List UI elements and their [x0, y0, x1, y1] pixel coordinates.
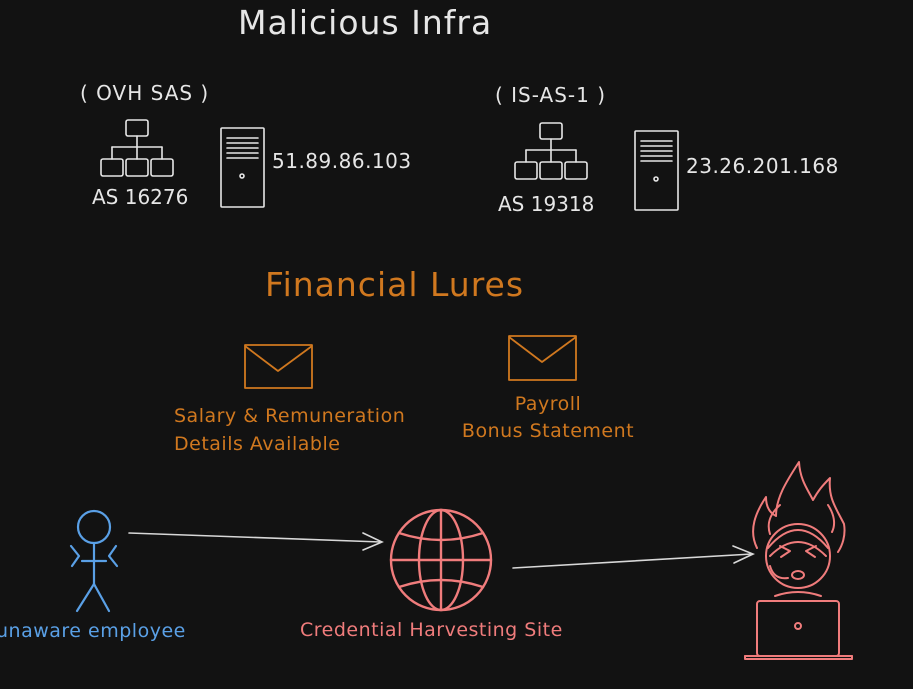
- victim-label: unaware employee: [0, 620, 186, 642]
- globe-icon: [389, 508, 493, 612]
- page-title: Malicious Infra: [238, 3, 493, 42]
- network-icon: [514, 122, 588, 180]
- asn-2-label: AS 19318: [498, 192, 595, 216]
- stick-figure-icon: [69, 509, 119, 613]
- lure-1-line-2: Details Available: [174, 433, 341, 455]
- envelope-icon: [508, 335, 577, 381]
- provider-1-label: ( OVH SAS ): [80, 81, 210, 105]
- lures-title: Financial Lures: [265, 265, 525, 304]
- site-label: Credential Harvesting Site: [300, 619, 563, 641]
- angry-hacker-icon: [744, 461, 853, 660]
- flow-arrow-2: [512, 545, 755, 569]
- ip-1-label: 51.89.86.103: [272, 149, 412, 173]
- flow-arrow-1: [128, 532, 384, 551]
- lure-2-line-1: Payroll: [514, 393, 582, 415]
- ip-2-label: 23.26.201.168: [686, 154, 839, 178]
- network-icon: [100, 119, 174, 177]
- server-icon: [220, 127, 265, 208]
- server-icon: [634, 130, 679, 211]
- provider-2-label: ( IS-AS-1 ): [495, 83, 607, 107]
- lure-1-line-1: Salary & Remuneration: [174, 405, 406, 427]
- envelope-icon: [244, 344, 313, 389]
- asn-1-label: AS 16276: [92, 185, 189, 209]
- lure-2-line-2: Bonus Statement: [461, 420, 635, 442]
